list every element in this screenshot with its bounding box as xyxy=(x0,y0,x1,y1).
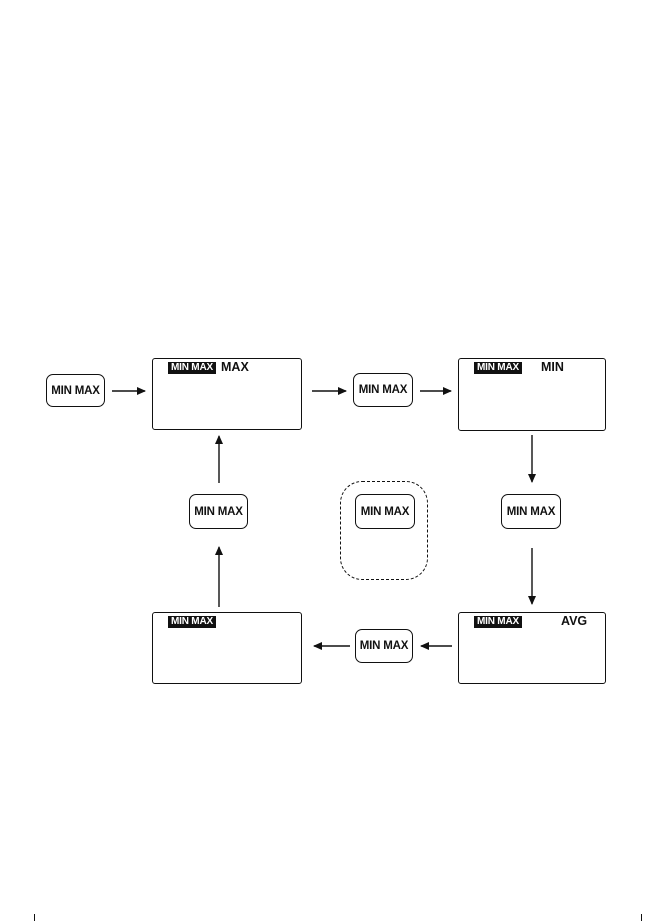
min-max-badge: MIN MAX xyxy=(168,362,216,374)
page-edge-mark xyxy=(34,914,35,921)
min-max-badge: MIN MAX xyxy=(168,616,216,628)
mode-label-min: MIN xyxy=(541,359,564,375)
min-max-button-left[interactable]: MIN MAX xyxy=(189,494,248,529)
min-max-button-top[interactable]: MIN MAX xyxy=(353,373,413,407)
min-max-button-bottom[interactable]: MIN MAX xyxy=(355,629,413,663)
display-screen-max: MIN MAX MAX xyxy=(152,358,302,430)
min-max-badge: MIN MAX xyxy=(474,616,522,628)
min-max-badge: MIN MAX xyxy=(474,362,522,374)
display-screen-min: MIN MAX MIN xyxy=(458,358,606,431)
mode-label-max: MAX xyxy=(221,359,249,375)
min-max-button-center[interactable]: MIN MAX xyxy=(355,494,415,529)
min-max-button-start[interactable]: MIN MAX xyxy=(46,374,105,407)
min-max-button-right[interactable]: MIN MAX xyxy=(501,494,561,529)
mode-label-avg: AVG xyxy=(561,613,587,629)
display-screen-avg: MIN MAX AVG xyxy=(458,612,606,684)
display-screen-blank: MIN MAX xyxy=(152,612,302,684)
page-edge-mark xyxy=(641,914,642,921)
